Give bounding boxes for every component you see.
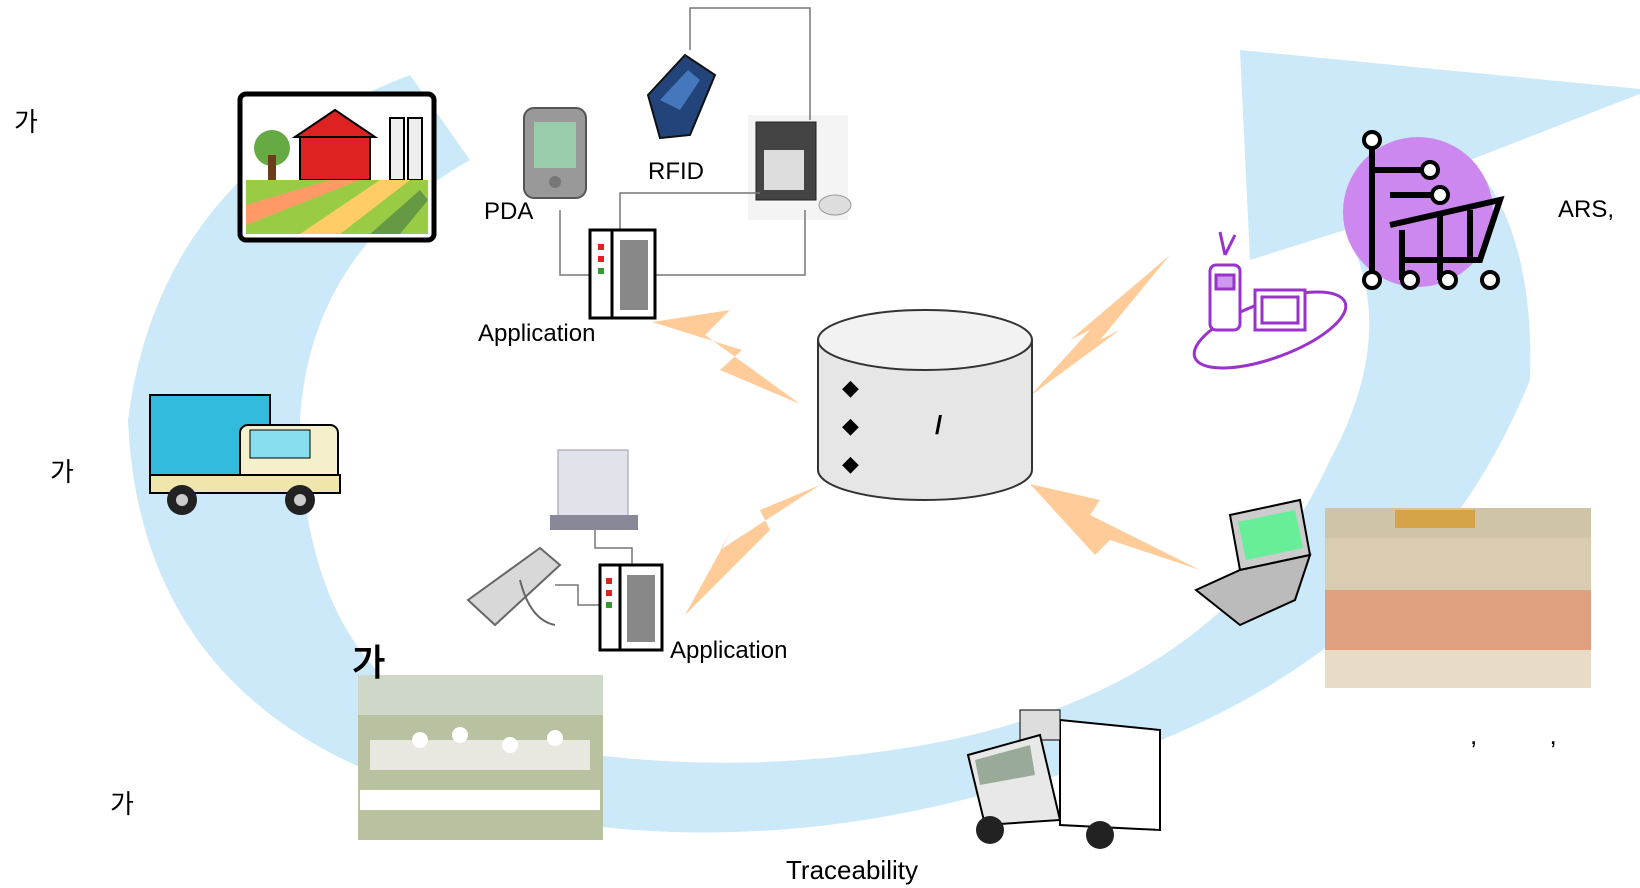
label-app-bottom: Application	[670, 637, 788, 664]
label-processing-big: 가	[352, 642, 386, 683]
server-icon	[588, 228, 657, 320]
label-rfid: RFID	[648, 158, 704, 185]
lightning-bolt-bottom-left	[685, 485, 820, 615]
label-transport: 가	[50, 457, 74, 487]
lightning-bolt-bottom-right	[1030, 484, 1200, 570]
flow-arrow	[128, 50, 1640, 833]
rfid-reader-icon	[646, 53, 717, 140]
connector-lines-bottom	[555, 530, 633, 606]
db-bullet: ◆	[842, 375, 859, 400]
laptop-icon	[1194, 498, 1312, 627]
scanner-icon	[466, 546, 562, 627]
factory-photo	[358, 675, 603, 840]
label-farm: 가	[14, 107, 38, 137]
farm-icon	[237, 91, 437, 243]
lightning-bolt-top-right	[1030, 255, 1170, 396]
db-slash: /	[935, 410, 943, 440]
label-pda: PDA	[484, 198, 534, 225]
shopping-cart-icon	[1343, 130, 1505, 290]
label-printer-icon	[748, 115, 852, 220]
label-processing: 가	[110, 789, 134, 819]
database-icon	[817, 309, 1033, 501]
db-bullet: ◆	[842, 413, 859, 438]
label-ars: ARS,	[1558, 196, 1615, 223]
pda-icon	[523, 107, 587, 199]
label-app-top: Application	[478, 320, 596, 347]
label-commas: , ,	[1470, 720, 1557, 750]
db-bullet: ◆	[842, 451, 859, 476]
server-icon	[598, 563, 664, 652]
store-photo	[1325, 508, 1591, 688]
scale-icon	[550, 449, 638, 530]
lightning-bolt-top-left	[652, 310, 800, 404]
refrigerated-truck-icon	[966, 709, 1161, 849]
mobile-pc-icon	[1192, 231, 1348, 370]
connector-lines-top	[559, 7, 811, 276]
label-traceability: Traceability	[786, 855, 918, 885]
truck-icon	[149, 394, 341, 515]
